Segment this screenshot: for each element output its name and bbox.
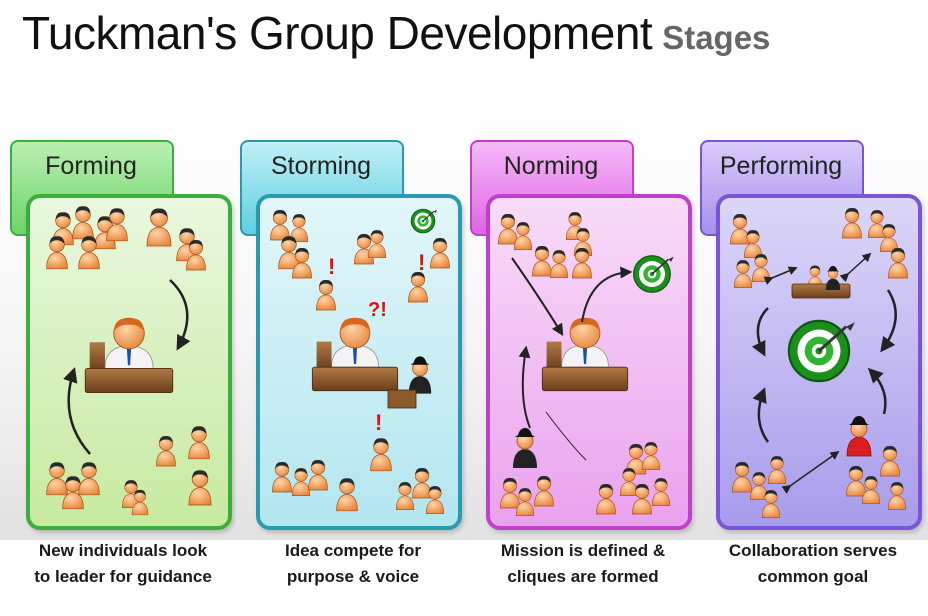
arrow-icon [839, 252, 872, 283]
stage-label: Norming [503, 152, 599, 180]
exclaim-mark: ! [375, 410, 382, 435]
stage-caption: Idea compete for purpose & voice [238, 538, 468, 590]
arrow-icon [63, 367, 91, 455]
arrow-icon [763, 266, 798, 285]
stage-performing: Performing [698, 0, 923, 616]
storming-illustration: ! ! ?! ! [269, 208, 451, 515]
arrow-icon [581, 266, 633, 323]
target-icon [632, 254, 675, 294]
stage-label: Performing [719, 152, 843, 180]
caption-line-2: to leader for guidance [34, 567, 212, 586]
hat-person-icon [512, 427, 538, 469]
norming-illustration [497, 211, 675, 517]
caption-line-2: cliques are formed [507, 567, 659, 586]
stage-caption: Mission is defined & cliques are formed [468, 538, 698, 590]
arrow-icon [752, 387, 770, 443]
exclaim-mark: ! [328, 254, 335, 279]
caption-line-2: common goal [757, 567, 869, 586]
red-person-icon [846, 415, 872, 457]
caption-line-1: Idea compete for [284, 541, 422, 560]
stage-norming: Norming Mission is defined & [468, 0, 693, 616]
panel-storming: ! ! ?! ! [256, 194, 462, 530]
target-icon [787, 319, 857, 383]
interrobang-mark: ?! [368, 299, 387, 321]
caption-line-2: purpose & voice [286, 567, 420, 586]
leader-at-desk-icon [541, 317, 629, 392]
panel-performing [716, 194, 922, 530]
arrow-icon [867, 367, 887, 415]
arrow-icon [781, 450, 840, 494]
stage-label: Forming [45, 152, 137, 180]
arrow-icon [169, 279, 191, 351]
arrow-icon [511, 257, 564, 337]
leader-at-desk-icon [311, 317, 399, 392]
stage-forming: Forming New individuals look to leader f… [8, 0, 233, 616]
arrow-icon [751, 307, 769, 357]
stage-label: Storming [270, 152, 372, 180]
connector-line [545, 411, 587, 461]
stage-storming: Storming ! ! ?! ! [238, 0, 463, 616]
briefcase-icon [387, 389, 417, 409]
caption-line-1: New individuals look [38, 541, 208, 560]
hat-person-icon [825, 265, 841, 291]
arrow-icon [880, 289, 897, 353]
arrow-icon [518, 345, 531, 429]
performing-illustration [730, 207, 908, 519]
caption-line-1: Collaboration serves [728, 541, 898, 560]
desk-icon [791, 283, 851, 299]
panel-forming [26, 194, 232, 530]
caption-line-1: Mission is defined & [500, 541, 666, 560]
exclaim-mark: ! [418, 250, 425, 275]
title-main: Tuckman's Group Development [22, 7, 653, 59]
target-icon [410, 208, 438, 234]
stage-caption: Collaboration serves common goal [698, 538, 928, 590]
hat-person-icon [408, 355, 432, 395]
panel-norming [486, 194, 692, 530]
forming-illustration [46, 205, 212, 516]
leader-at-desk-icon [84, 317, 174, 394]
stage-caption: New individuals look to leader for guida… [8, 538, 238, 590]
title-sub: Stages [662, 19, 771, 56]
